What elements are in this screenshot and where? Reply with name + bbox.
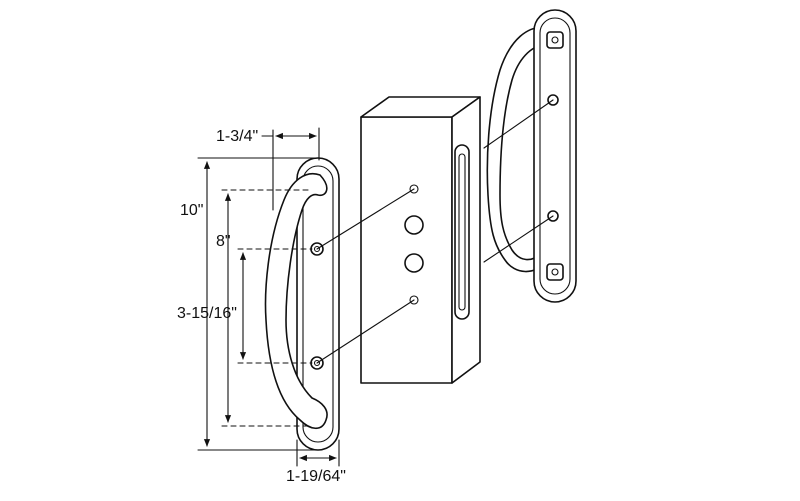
right-post-bottom [547,210,559,222]
right-stud-top [546,31,564,49]
door-hole-top [409,184,419,194]
dimension-lines [197,127,340,467]
door-block [360,96,481,384]
label-inner-span: 3-15/16" [177,305,237,322]
door-hole-large-2 [404,253,424,273]
left-backplate-inner [302,165,334,443]
label-overall-width: 1-3/4" [216,128,258,145]
label-overall-length: 10" [180,202,203,219]
label-backplate-width: 1-19/64" [286,468,346,485]
door-side-slot-inner [458,153,466,311]
left-screw-bottom-center [313,359,321,367]
door-hole-large-1 [404,215,424,235]
left-screw-top-center [313,245,321,253]
right-post-top [547,94,559,106]
door-hole-bottom [409,295,419,305]
left-handle [264,157,340,451]
right-backplate [533,9,577,303]
door-side-face [451,96,481,384]
assembly-lines [316,99,554,364]
label-mounting-centers: 8" [216,233,231,250]
right-stud-bottom [546,263,564,281]
left-handle-grip [264,173,328,430]
door-front-face [360,116,453,384]
right-backplate-inner [539,17,571,295]
right-handle [486,9,577,303]
door-side-slot [454,144,470,320]
